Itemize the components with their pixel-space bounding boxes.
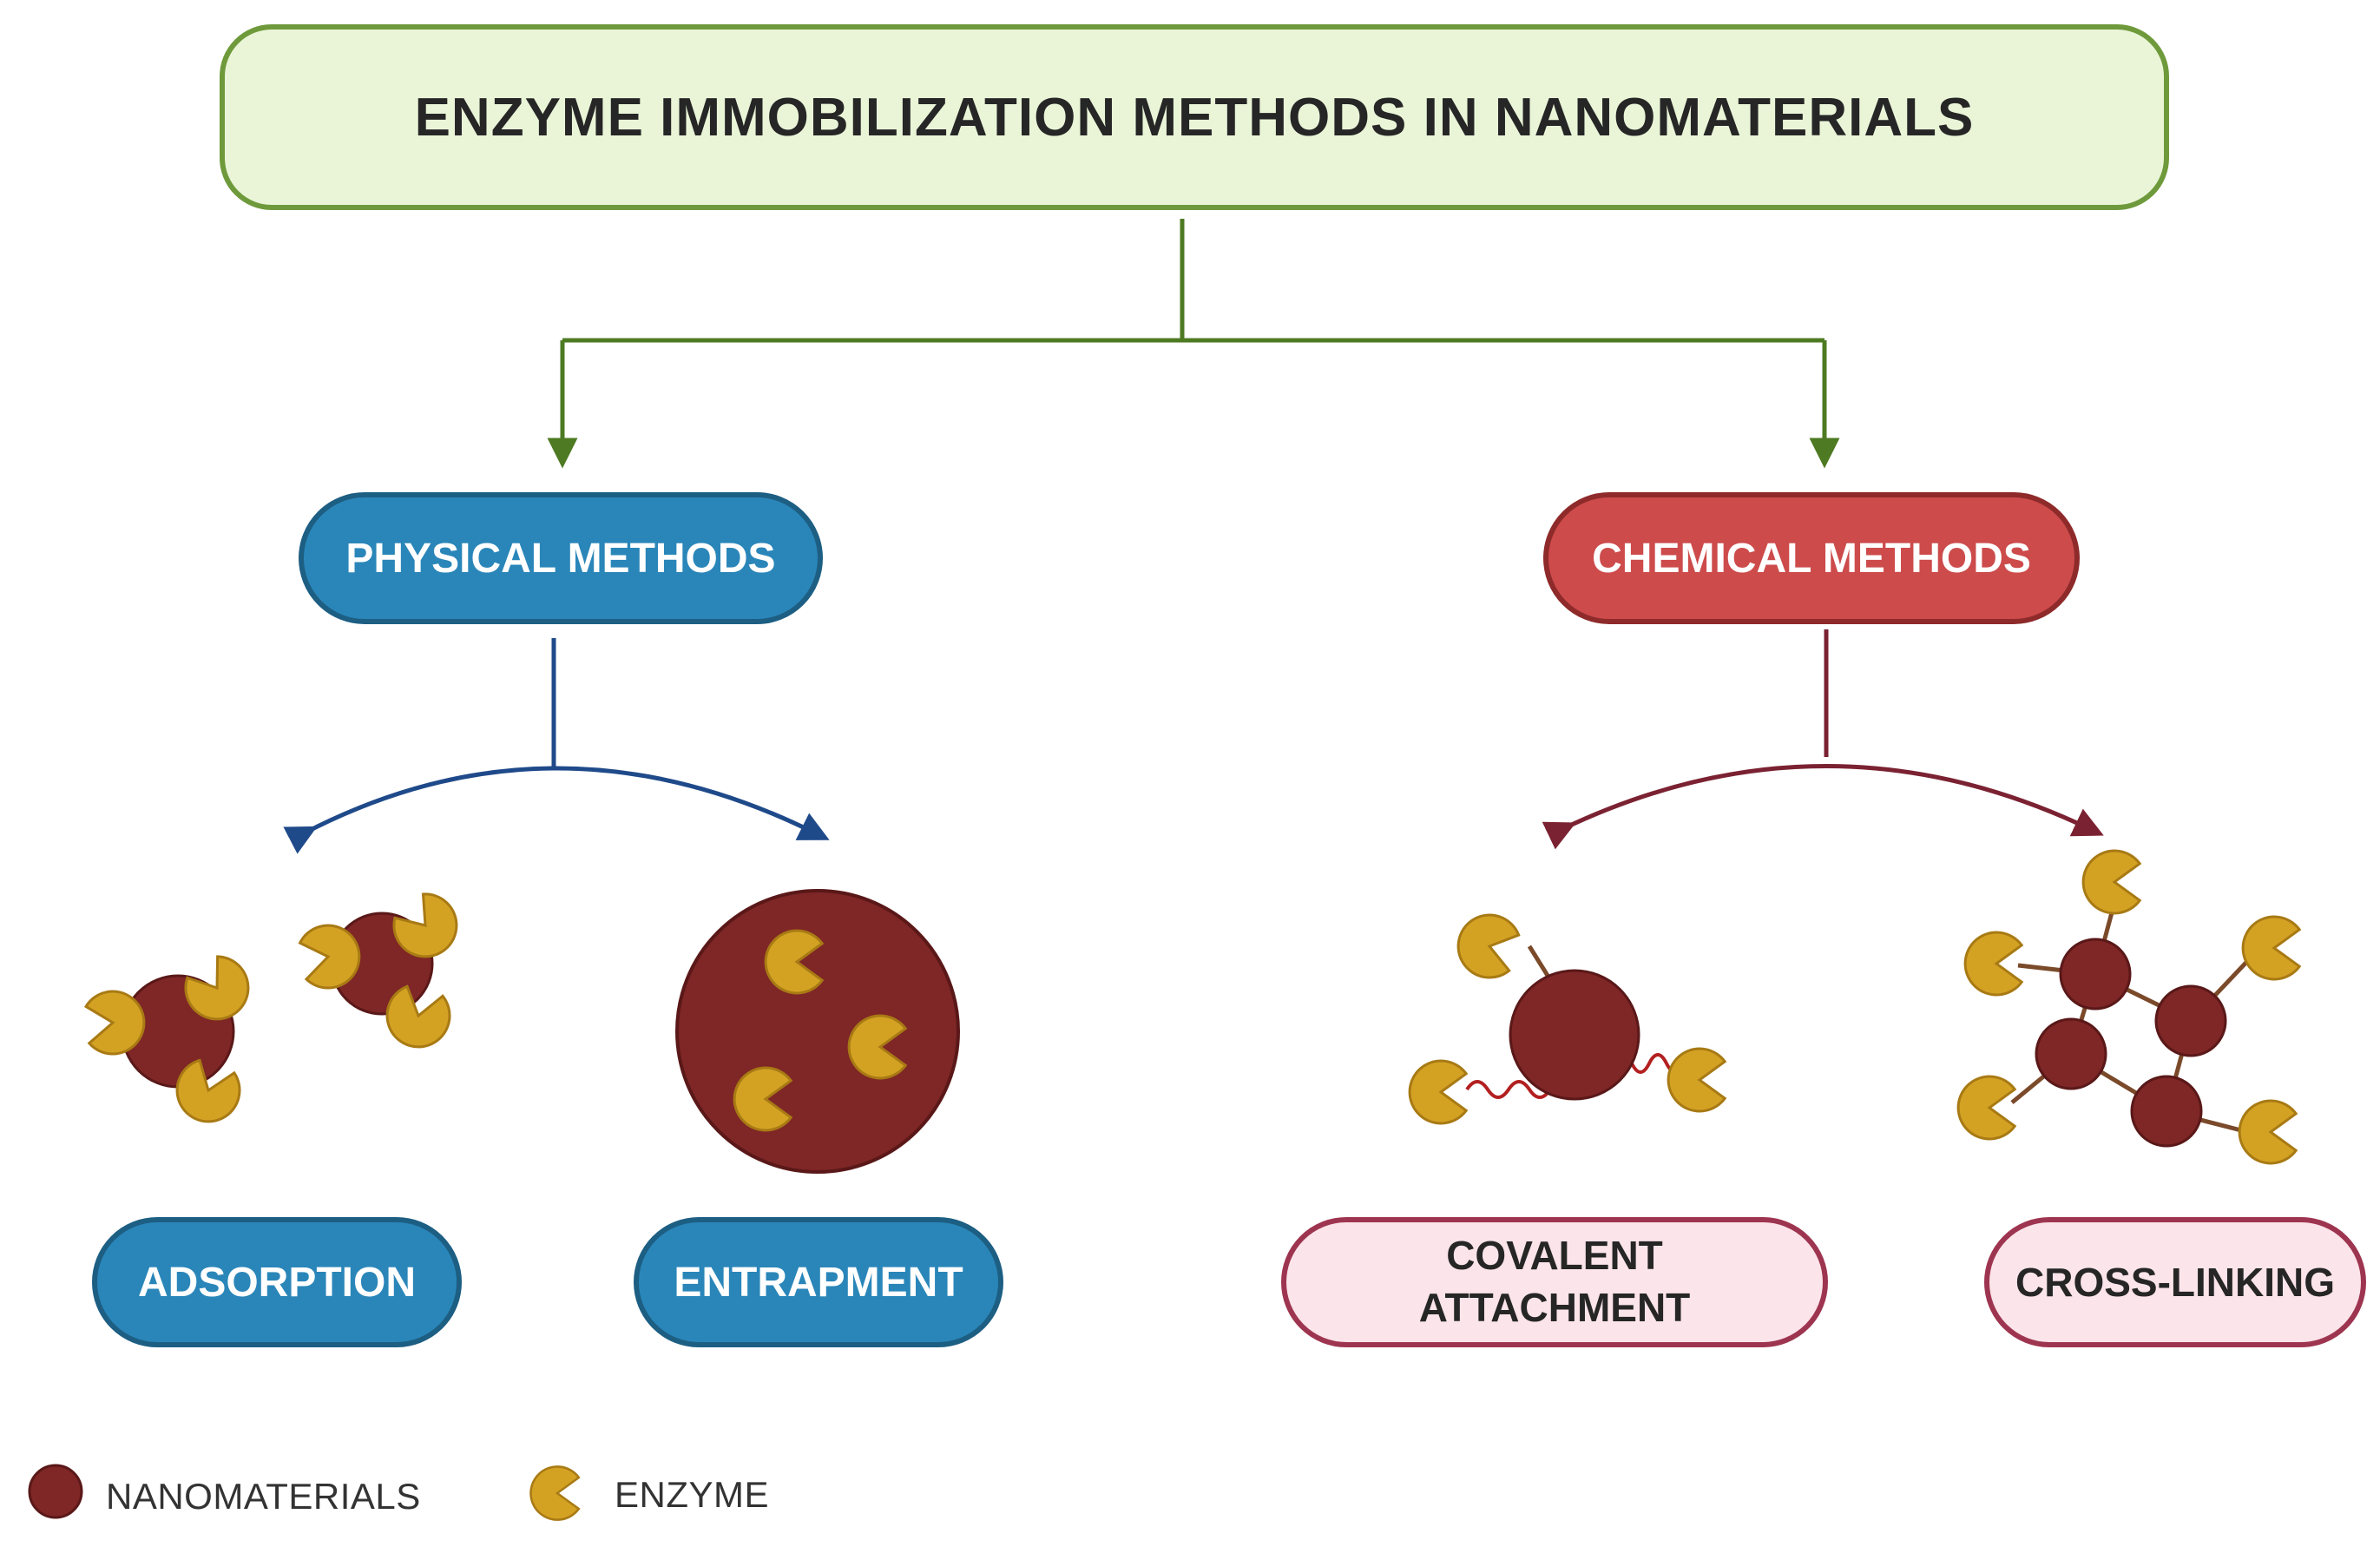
legend-enzyme-label: ENZYME: [615, 1474, 770, 1515]
covalent-attachment-box: COVALENT ATTACHMENT: [1281, 1217, 1828, 1347]
nanomaterial-particle: [1509, 969, 1640, 1101]
covalent-label-line1: COVALENT: [1446, 1233, 1663, 1279]
adsorption-illustration: [83, 884, 471, 1132]
adsorption-label: ADSORPTION: [137, 1259, 416, 1306]
title-box: ENZYME IMMOBILIZATION METHODS IN NANOMAT…: [220, 24, 2169, 210]
cross-linking-illustration: [1956, 849, 2301, 1165]
physical-connector: [283, 638, 830, 854]
legend-nanomaterial-icon: [28, 1464, 83, 1519]
entrapment-label: ENTRAPMENT: [674, 1259, 963, 1306]
cross-linking-box: CROSS-LINKING: [1984, 1217, 2366, 1347]
adsorption-box: ADSORPTION: [92, 1217, 462, 1347]
nanomaterial-particle: [2035, 1017, 2107, 1090]
legend-nanomaterials-label: NANOMATERIALS: [106, 1476, 421, 1517]
nanomaterial-particle: [675, 889, 960, 1174]
nanomaterial-particle: [2154, 984, 2227, 1057]
entrapment-illustration: [675, 889, 960, 1174]
entrapment-box: ENTRAPMENT: [634, 1217, 1003, 1347]
legend-enzyme-icon: [529, 1465, 581, 1521]
chemical-methods-label: CHEMICAL METHODS: [1592, 535, 2031, 582]
cross-linking-label: CROSS-LINKING: [2015, 1260, 2335, 1305]
chemical-connector: [1542, 629, 2104, 850]
chemical-methods-box: CHEMICAL METHODS: [1543, 492, 2080, 624]
physical-methods-label: PHYSICAL METHODS: [345, 535, 776, 582]
title-text: ENZYME IMMOBILIZATION METHODS IN NANOMAT…: [414, 87, 1975, 148]
covalent-attachment-label: COVALENT ATTACHMENT: [1419, 1230, 1691, 1334]
covalent-label-line2: ATTACHMENT: [1418, 1285, 1691, 1330]
covalent-attachment-illustration: [1408, 906, 1726, 1125]
nanomaterial-particle: [2130, 1075, 2203, 1148]
physical-methods-box: PHYSICAL METHODS: [299, 492, 823, 624]
title-connector: [547, 219, 1840, 469]
nanomaterial-particle: [2059, 938, 2132, 1010]
